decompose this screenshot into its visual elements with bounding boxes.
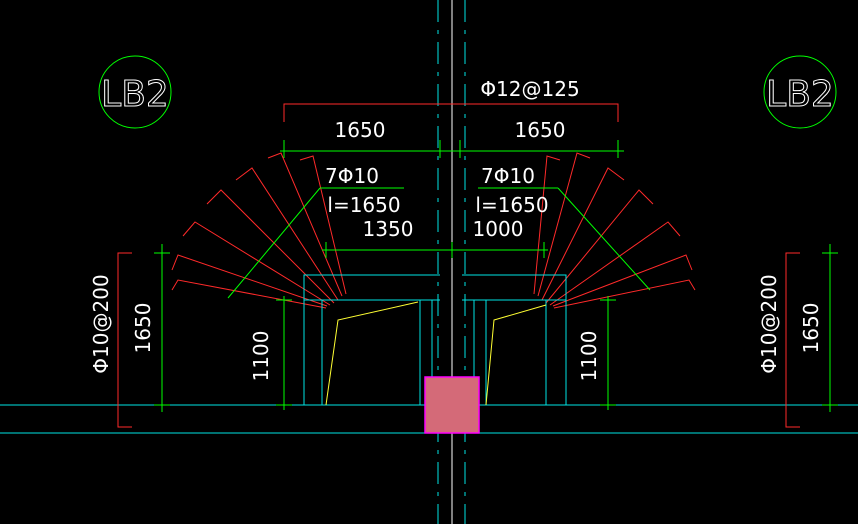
bent-bar-left <box>325 301 419 406</box>
span-label-right: 1650 <box>515 118 566 142</box>
rebar-leader-left-diagonal <box>227 187 321 299</box>
height-dim-right: 1100 <box>577 296 616 410</box>
inner-dimension: 1350 1000 <box>322 217 548 258</box>
side-rebar-right: Φ10@200 1650 <box>757 244 838 428</box>
slab-label-right-text: LB2 <box>766 74 834 115</box>
side-dim-right-text: 1650 <box>799 303 823 354</box>
fan-rebar-left-7 <box>299 155 347 295</box>
fan-rebar-right-7 <box>533 155 561 295</box>
rebar-count-left: 7Φ10 <box>325 164 379 188</box>
fan-rebar-left-1 <box>267 152 343 297</box>
fan-rebar-right-2 <box>541 167 625 301</box>
column-block[interactable] <box>424 376 480 434</box>
fan-rebar-left-2 <box>235 167 339 301</box>
side-rebar-left-text: Φ10@200 <box>89 274 113 373</box>
top-rebar: Φ12@125 <box>283 77 619 122</box>
inner-dim-1350: 1350 <box>363 217 414 241</box>
bent-bars <box>325 301 547 406</box>
slab-label-left-text: LB2 <box>101 74 169 115</box>
fan-rebar-right-1 <box>537 152 591 297</box>
fan-rebar-right-5 <box>552 254 693 307</box>
rebar-leader-right-diagonal <box>557 187 651 291</box>
span-dimension: 1650 1650 <box>280 118 624 158</box>
slab-label-right: LB2 <box>763 55 837 129</box>
height-dim-left: 1100 <box>249 296 292 410</box>
rebar-length-right: l=1650 <box>475 193 548 217</box>
side-rebar-left-bar <box>117 252 132 428</box>
side-rebar-right-bar <box>785 252 800 428</box>
fan-rebar-left-3 <box>206 189 335 304</box>
fan-rebars-left <box>171 152 347 309</box>
rebar-callout-left: 7Φ10 l=1650 <box>227 164 404 299</box>
column[interactable] <box>424 376 480 434</box>
fan-rebars-right <box>533 152 696 309</box>
side-rebar-right-text: Φ10@200 <box>757 274 781 373</box>
rebar-length-left: l=1650 <box>327 193 400 217</box>
side-rebar-left: Φ10@200 1650 <box>89 244 170 428</box>
fan-rebar-left-4 <box>182 221 331 306</box>
top-rebar-label: Φ12@125 <box>480 77 579 101</box>
fan-rebar-left-5 <box>171 254 328 307</box>
slab-label-left-circle <box>98 55 172 129</box>
inner-dim-1000: 1000 <box>473 217 524 241</box>
top-rebar-line <box>283 103 619 122</box>
side-dim-left-text: 1650 <box>131 303 155 354</box>
beam-outline-left <box>303 274 440 405</box>
height-dim-left-text: 1100 <box>249 331 273 382</box>
rebar-callout-right: 7Φ10 l=1650 <box>475 164 651 291</box>
span-label-left: 1650 <box>335 118 386 142</box>
fan-rebar-right-6 <box>553 279 696 309</box>
fan-rebar-left-6 <box>171 279 327 309</box>
bent-bar-right <box>485 304 547 406</box>
fan-rebar-right-4 <box>549 221 681 306</box>
slab-label-right-circle <box>763 55 837 129</box>
height-dim-right-text: 1100 <box>577 331 601 382</box>
slab-label-left: LB2 <box>98 55 172 129</box>
rebar-count-right: 7Φ10 <box>481 164 535 188</box>
fan-rebar-right-3 <box>545 189 654 304</box>
